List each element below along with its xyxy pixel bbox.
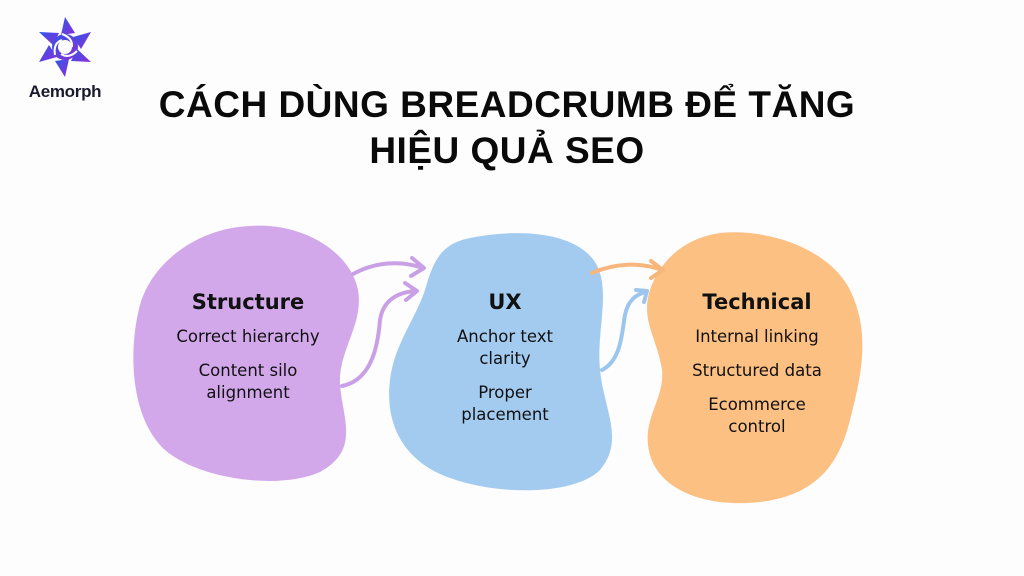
technical-blob xyxy=(647,232,863,504)
technical-title: Technical xyxy=(702,290,812,314)
flower-knot-logo-icon xyxy=(39,17,91,77)
ux-title: UX xyxy=(488,290,522,314)
technical-item: Ecommerce control xyxy=(708,395,806,436)
structure-item: Content silo alignment xyxy=(198,361,298,402)
structure-item: Correct hierarchy xyxy=(176,327,320,346)
title-line-1: CÁCH DÙNG BREADCRUMB ĐỂ TĂNG xyxy=(158,84,856,125)
structure-blob xyxy=(133,225,359,481)
page-title: CÁCH DÙNG BREADCRUMB ĐỂ TĂNG HIỆU QUẢ SE… xyxy=(0,82,1024,174)
title-line-2: HIỆU QUẢ SEO xyxy=(369,130,645,171)
structure-card: Structure Correct hierarchy Content silo… xyxy=(148,290,348,416)
technical-card: Technical Internal linking Structured da… xyxy=(672,290,842,450)
technical-item: Structured data xyxy=(692,361,822,380)
ux-item: Anchor text clarity xyxy=(457,327,553,368)
technical-item: Internal linking xyxy=(695,327,819,346)
ux-card: UX Anchor text clarity Proper placement xyxy=(425,290,585,438)
logo: Aemorph xyxy=(18,14,112,102)
ux-item: Proper placement xyxy=(461,383,549,424)
ux-blob xyxy=(389,233,613,491)
logo-text: Aemorph xyxy=(28,82,102,101)
arrow-ux-to-technical xyxy=(590,259,665,372)
arrow-structure-to-ux xyxy=(340,256,426,388)
structure-title: Structure xyxy=(191,290,305,314)
